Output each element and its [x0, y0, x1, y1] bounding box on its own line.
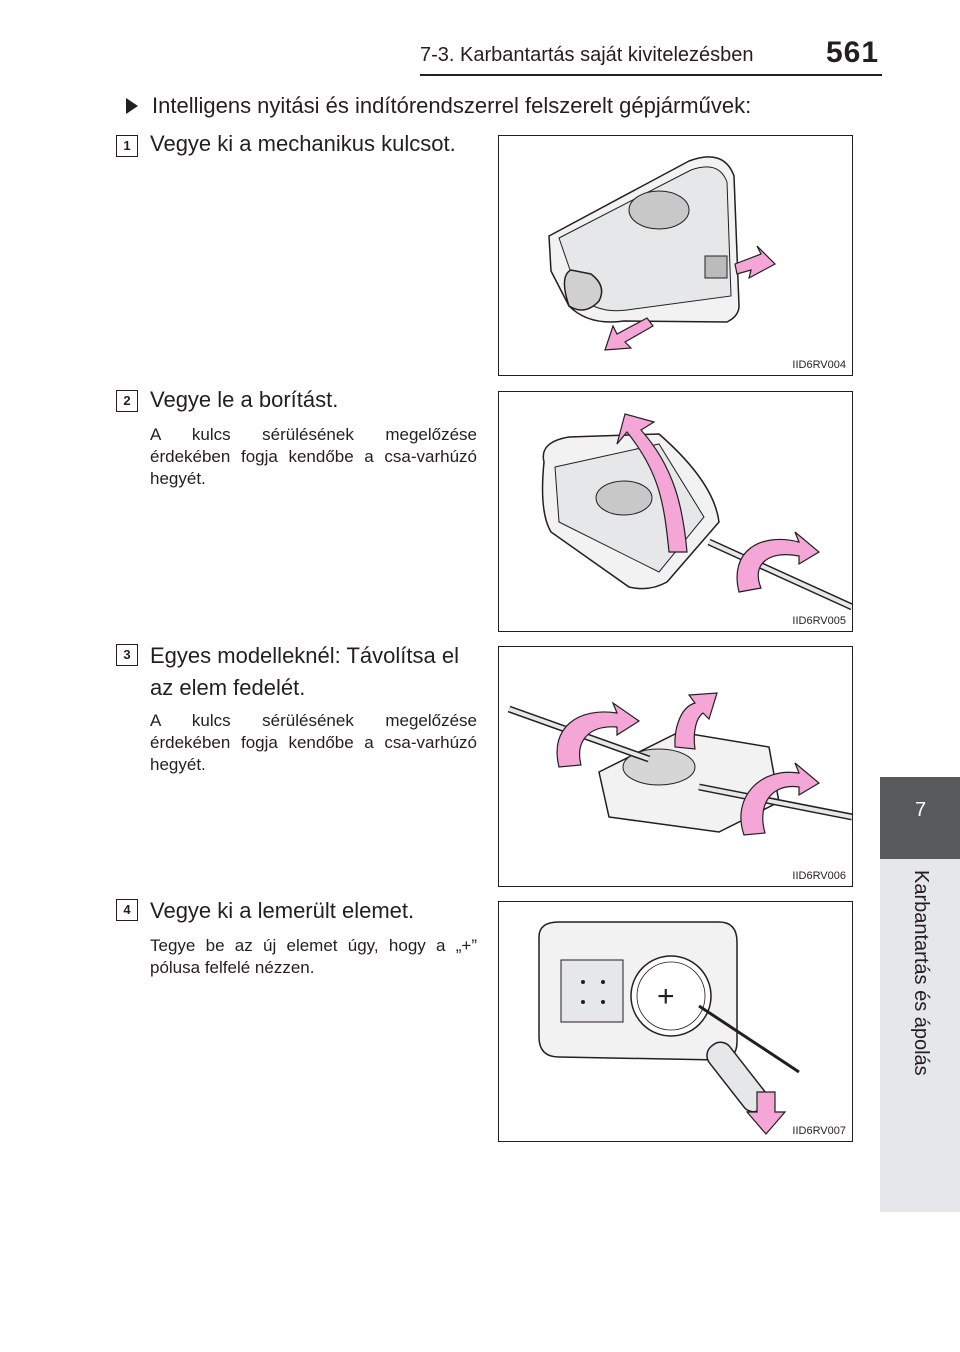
step-title: Vegye ki a mechanikus kulcsot. [150, 131, 456, 156]
down-arrow-icon [745, 1091, 787, 1135]
figure-remove-battery: + IID6RV007 [498, 901, 853, 1142]
intro-text: Intelligens nyitási és indítórendszerrel… [152, 93, 752, 118]
figure-code: IID6RV006 [792, 870, 846, 882]
figure-code: IID6RV005 [792, 615, 846, 627]
rotate-arrow-icon [556, 701, 641, 768]
intro-line: Intelligens nyitási és indítórendszerrel… [126, 93, 751, 119]
figure-code: IID6RV004 [792, 359, 846, 371]
step-note: A kulcs sérülésének megelőzése érdekében… [150, 711, 477, 774]
key-fob-pry-illustration [541, 413, 852, 611]
step-title: Vegye ki a lemerült elemet. [150, 898, 415, 923]
chapter-tab-strip [880, 859, 960, 1212]
step-number-badge: 4 [116, 899, 138, 921]
figure-remove-mechanical-key: IID6RV004 [498, 135, 853, 376]
curved-arrow-icon [674, 692, 718, 750]
key-fob-illustration [548, 156, 776, 351]
running-header-section: 7-3. Karbantartás saját kivitelezésben [420, 44, 754, 66]
step-number-badge: 2 [116, 390, 138, 412]
rotate-arrow-icon [736, 531, 821, 593]
step-number-badge: 1 [116, 135, 138, 157]
battery-cover-illustration [507, 692, 852, 836]
battery-removal-illustration: + [538, 921, 800, 1135]
arrow-icon [734, 245, 776, 280]
header-rule [420, 74, 882, 76]
step-note: Tegye be az új elemet úgy, hogy a „+” pó… [150, 936, 477, 977]
chapter-number: 7 [915, 799, 927, 821]
step-note: A kulcs sérülésének megelőzése érdekében… [150, 425, 477, 488]
curved-arrow-icon [616, 413, 688, 553]
rotate-arrow-icon [740, 762, 821, 836]
chapter-tab: 7 [880, 777, 960, 859]
page-number: 561 [826, 36, 880, 69]
step-title: Vegye le a borítást. [150, 387, 339, 412]
chapter-title: Karbantartás és ápolás [910, 870, 932, 1076]
plus-sign: + [657, 980, 675, 1013]
figure-code: IID6RV007 [792, 1125, 846, 1137]
bullet-triangle-icon [126, 98, 138, 114]
figure-remove-cover: IID6RV005 [498, 391, 853, 632]
step-number-badge: 3 [116, 644, 138, 666]
figure-remove-battery-cover: IID6RV006 [498, 646, 853, 887]
arrow-icon [604, 317, 654, 351]
step-title: Egyes modelleknél: Távolítsa el az elem … [150, 643, 459, 700]
